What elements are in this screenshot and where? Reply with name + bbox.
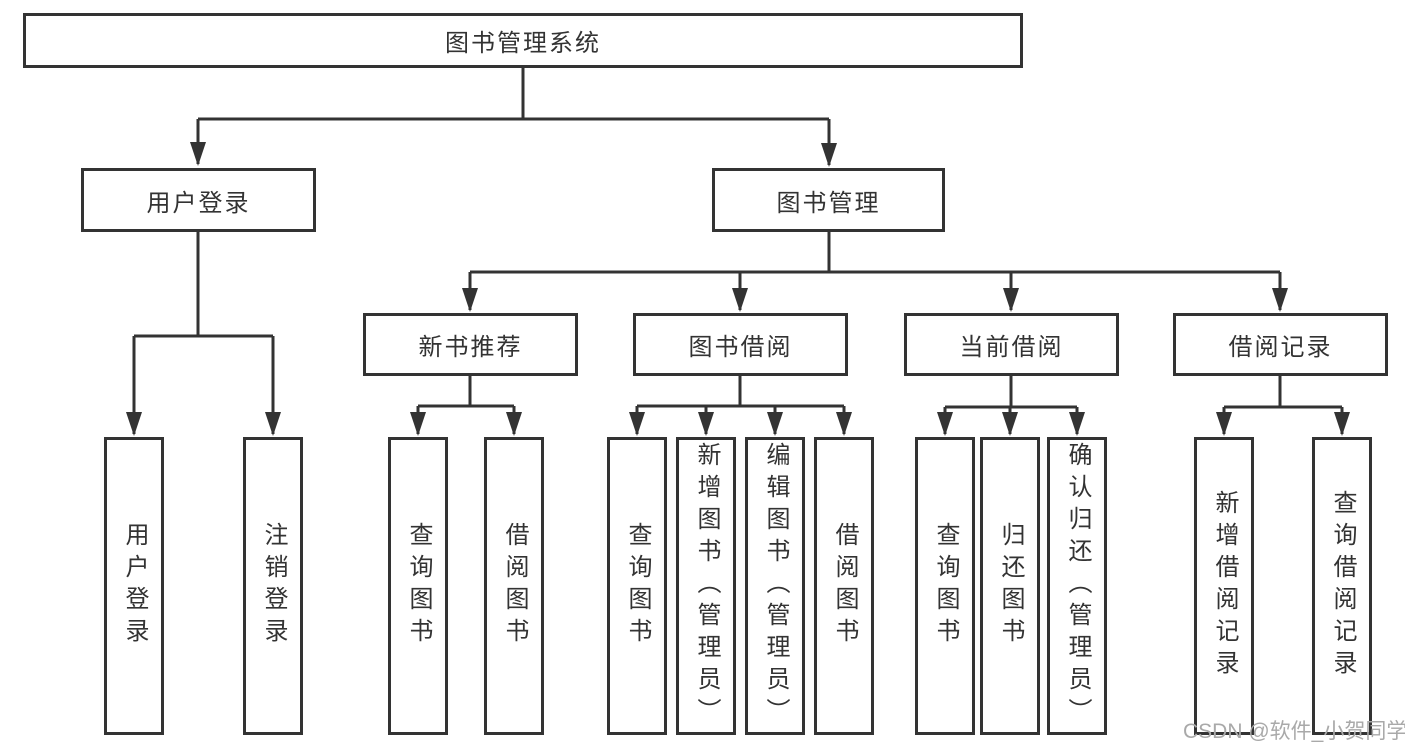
leaf-add-borrow-record: 新增借阅记录: [1194, 437, 1254, 735]
leaf-label: 查询图书: [932, 522, 959, 650]
node-book-management: 图书管理: [712, 168, 945, 232]
node-current-borrowing: 当前借阅: [904, 313, 1119, 376]
leaf-logout: 注销登录: [243, 437, 303, 735]
node-label: 图书借阅: [688, 334, 793, 361]
leaf-return-books: 归还图书: [980, 437, 1040, 735]
leaf-label: 新增借阅记录: [1211, 490, 1238, 682]
leaf-label: 借阅图书: [501, 522, 528, 650]
node-borrowing-records: 借阅记录: [1173, 313, 1388, 376]
node-library-management-system: 图书管理系统: [23, 13, 1023, 68]
node-label: 新书推荐: [418, 334, 523, 361]
leaf-label: 编辑图书（管理员）: [762, 442, 789, 730]
leaf-label: 查询图书: [405, 522, 432, 650]
watermark-csdn: CSDN @软件_小贺同学: [1183, 720, 1405, 743]
leaf-edit-book-admin: 编辑图书（管理员）: [745, 437, 805, 735]
node-label: 借阅记录: [1228, 334, 1333, 361]
leaf-borrow-books-borrowing: 借阅图书: [814, 437, 874, 735]
leaf-label: 用户登录: [121, 522, 148, 650]
leaf-label: 确认归还（管理员）: [1064, 442, 1091, 730]
node-label: 当前借阅: [959, 334, 1064, 361]
leaf-label: 查询图书: [624, 522, 651, 650]
leaf-label: 借阅图书: [831, 522, 858, 650]
leaf-label: 查询借阅记录: [1329, 490, 1356, 682]
node-label: 图书管理: [776, 189, 881, 217]
leaf-query-books-recommend: 查询图书: [388, 437, 448, 735]
leaf-query-books-borrowing: 查询图书: [607, 437, 667, 735]
leaf-user-login: 用户登录: [104, 437, 164, 735]
leaf-borrow-books-recommend: 借阅图书: [484, 437, 544, 735]
node-book-borrowing: 图书借阅: [633, 313, 848, 376]
node-user-login: 用户登录: [81, 168, 316, 232]
node-new-book-recommendation: 新书推荐: [363, 313, 578, 376]
node-label: 用户登录: [146, 189, 251, 217]
leaf-label: 注销登录: [260, 522, 287, 650]
node-label: 图书管理系统: [445, 30, 601, 57]
leaf-confirm-return-admin: 确认归还（管理员）: [1047, 437, 1107, 735]
leaf-label: 新增图书（管理员）: [693, 442, 720, 730]
leaf-query-borrow-record: 查询借阅记录: [1312, 437, 1372, 735]
leaf-add-book-admin: 新增图书（管理员）: [676, 437, 736, 735]
leaf-label: 归还图书: [997, 522, 1024, 650]
leaf-query-books-current: 查询图书: [915, 437, 975, 735]
